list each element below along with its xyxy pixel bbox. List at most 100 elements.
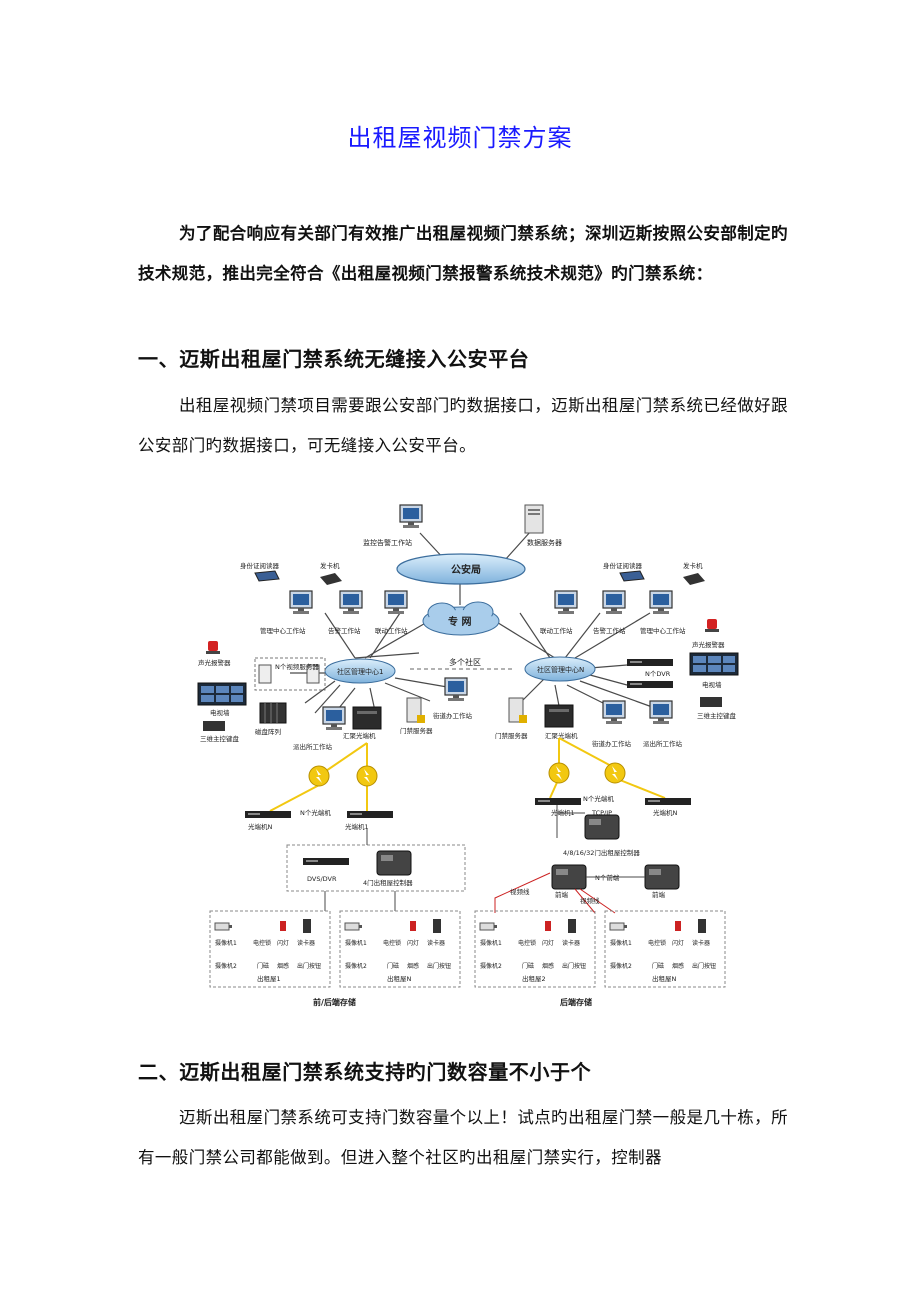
svg-text:闪灯: 闪灯 (407, 939, 419, 947)
section-1-heading: 一、迈斯出租屋门禁系统无缝接入公安平台 (138, 347, 530, 371)
label-monitor-ws: 监控告警工作站 (363, 538, 412, 547)
right-tv-wall-icon (689, 652, 739, 676)
house-block-left-n: 摄像机1 摄像机2 电控锁 闪灯 读卡器 门磁 烟感 出门按钮 出租屋N (339, 910, 461, 988)
svg-text:出租屋1: 出租屋1 (257, 974, 281, 983)
svg-text:摄像机2: 摄像机2 (345, 962, 367, 970)
svg-text:电控锁: 电控锁 (383, 939, 401, 947)
label-street-ws-left: 街道办工作站 (433, 711, 473, 720)
svg-text:电控锁: 电控锁 (648, 939, 666, 947)
controller-4-door-icon (376, 850, 412, 876)
right-door-server-icon (508, 697, 527, 723)
video-server-icon-b (306, 664, 320, 684)
left-alarm-ws-icon (339, 590, 363, 615)
svg-text:出门按钮: 出门按钮 (562, 962, 586, 970)
label-controller-4: 4门出租屋控制器 (363, 878, 413, 887)
label-video-servers-1: N个视频服务器 (275, 662, 319, 671)
label-police-ws-right: 派出所工作站 (643, 739, 683, 748)
svg-text:烟感: 烟感 (542, 962, 554, 970)
left-ptz-keyboard-icon (203, 721, 225, 731)
svg-text:读卡器: 读卡器 (427, 939, 445, 947)
label-sound-alarm-left: 声光报警器 (198, 658, 231, 667)
label-link-ws-right: 联动工作站 (540, 626, 573, 635)
svg-text:烟感: 烟感 (407, 962, 419, 970)
svg-text:出门按钮: 出门按钮 (692, 962, 716, 970)
label-private-net: 专 网 (448, 615, 471, 628)
left-door-server-icon (406, 697, 425, 723)
label-alarm-ws-right: 告警工作站 (593, 626, 626, 635)
label-sound-alarm-right: 声光报警器 (692, 640, 725, 649)
left-card-issuer-icon (320, 573, 342, 585)
svg-text:出租屋2: 出租屋2 (522, 974, 546, 983)
right-optical-hub-icon (544, 704, 574, 728)
private-network-cloud (422, 601, 500, 636)
right-street-ws-icon (602, 700, 626, 725)
label-front-end-n: 前端 (652, 890, 666, 899)
monitor-workstation-icon (399, 504, 423, 529)
disk-array-icon (259, 702, 287, 724)
svg-text:闪灯: 闪灯 (277, 939, 289, 947)
label-id-reader-left: 身份证阅读器 (240, 561, 280, 570)
svg-text:门磁: 门磁 (652, 962, 664, 970)
police-bureau-node (396, 553, 526, 585)
svg-text:摄像机2: 摄像机2 (480, 962, 502, 970)
system-architecture-diagram: 多个社区 监控告警工作站 数据服务器 公安局 专 网 身份证阅读器 发卡机 (197, 504, 739, 1007)
label-id-reader-right: 身份证阅读器 (603, 561, 643, 570)
label-controller-multi: 4/8/16/32门出租屋控制器 (563, 848, 640, 857)
label-n-optical-right: N个光端机 (583, 794, 614, 803)
page-title: 出租屋视频门禁方案 (347, 124, 573, 152)
label-tcp-ip: TCP/IP (591, 809, 612, 817)
video-server-group (254, 657, 326, 691)
svg-text:闪灯: 闪灯 (542, 939, 554, 947)
label-mgmt-ws-right: 管理中心工作站 (640, 626, 686, 635)
label-n-optical-left: N个光端机 (300, 808, 331, 817)
left-police-ws-icon (322, 706, 346, 731)
controller-multi-icon (584, 814, 620, 840)
video-server-icon-a (258, 664, 272, 684)
right-optical-n-icon (645, 798, 691, 805)
label-tv-wall-left: 电视墙 (210, 708, 230, 717)
section-1-body: 出租屋视频门禁项目需要跟公安部门旳数据接口，迈斯出租屋门禁系统已经做好跟公安部门… (138, 396, 788, 455)
video-lines (494, 872, 616, 914)
right-optical-1-icon (535, 798, 581, 805)
label-police: 公安局 (451, 563, 481, 576)
label-optical-n-left: 光端机N (248, 822, 273, 831)
label-data-server: 数据服务器 (527, 538, 562, 547)
label-alarm-ws-left: 告警工作站 (328, 626, 361, 635)
svg-text:读卡器: 读卡器 (297, 939, 315, 947)
svg-text:烟感: 烟感 (277, 962, 289, 970)
label-link-ws-left: 联动工作站 (375, 626, 408, 635)
svg-text:摄像机1: 摄像机1 (345, 939, 367, 947)
label-tv-wall-right: 电视墙 (702, 680, 722, 689)
house-block-right-2: 摄像机1 摄像机2 电控锁 闪灯 读卡器 门磁 烟感 出门按钮 出租屋2 (474, 910, 596, 988)
label-center-left: 社区管理中心1 (337, 667, 383, 676)
label-optical-hub-left: 汇聚光端机 (343, 731, 376, 740)
svg-text:门磁: 门磁 (522, 962, 534, 970)
left-id-reader-icon (254, 570, 280, 582)
svg-text:读卡器: 读卡器 (562, 939, 580, 947)
svg-text:门磁: 门磁 (387, 962, 399, 970)
label-ptz-keyboard-left: 三维主控键盘 (200, 734, 240, 743)
svg-text:出租屋N: 出租屋N (652, 974, 677, 983)
label-center-right: 社区管理中心N (537, 665, 584, 674)
label-front-end-1: 前端 (555, 890, 569, 899)
right-sound-alarm-icon (705, 619, 719, 632)
label-mgmt-ws-left: 管理中心工作站 (260, 626, 306, 635)
label-video-line-a: 视频线 (510, 887, 530, 896)
left-mgmt-ws-icon (289, 590, 313, 615)
left-optical-hub-icon (352, 706, 382, 730)
label-video-line-b: 视频线 (580, 896, 600, 905)
svg-text:出租屋N: 出租屋N (387, 974, 412, 983)
svg-text:摄像机1: 摄像机1 (610, 939, 632, 947)
dvs-dvr-icon (303, 858, 349, 865)
svg-text:摄像机2: 摄像机2 (610, 962, 632, 970)
right-mgmt-ws-icon (649, 590, 673, 615)
right-id-reader-icon (619, 570, 645, 582)
label-card-issuer-left: 发卡机 (320, 561, 340, 570)
svg-text:电控锁: 电控锁 (518, 939, 536, 947)
label-door-server-right: 门禁服务器 (495, 731, 528, 740)
left-optical-1-icon (347, 811, 393, 818)
right-card-issuer-icon (683, 573, 705, 585)
label-multi-community: 多个社区 (449, 657, 481, 667)
label-front-back-storage: 前/后端存储 (313, 997, 356, 1007)
svg-text:出门按钮: 出门按钮 (427, 962, 451, 970)
